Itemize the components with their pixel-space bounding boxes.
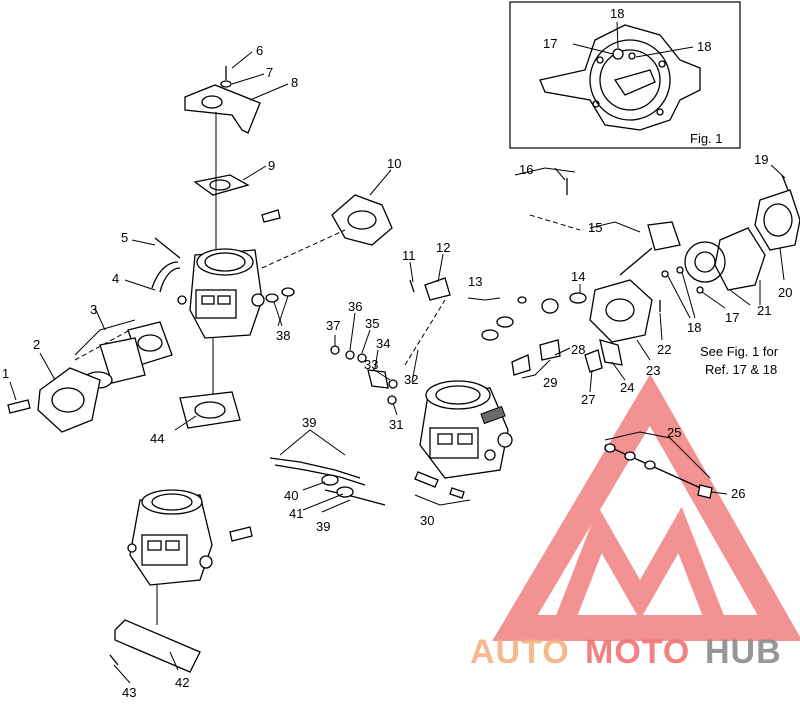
callout-23: 23: [646, 363, 660, 378]
callout-16: 16: [519, 162, 533, 177]
callout-27: 27: [581, 392, 595, 407]
callout-43: 43: [122, 685, 136, 700]
note-line-2: Ref. 17 & 18: [705, 362, 777, 377]
callout-31: 31: [389, 417, 403, 432]
inset-fig-1: 18 17 18 Fig. 1: [509, 1, 741, 149]
callout-3: 3: [90, 302, 97, 317]
callout-24: 24: [620, 380, 634, 395]
callout-28: 28: [571, 342, 585, 357]
callout-17: 17: [725, 310, 739, 325]
callout-20: 20: [778, 285, 792, 300]
callout-38: 38: [276, 328, 290, 343]
callout-41: 41: [289, 506, 303, 521]
inset-callout-18-right: 18: [697, 39, 711, 54]
reference-note: See Fig. 1 for Ref. 17 & 18: [700, 344, 779, 377]
callout-6: 6: [256, 43, 263, 58]
note-line-1: See Fig. 1 for: [700, 344, 779, 359]
callout-29: 29: [543, 375, 557, 390]
callout-2: 2: [33, 337, 40, 352]
callout-26: 26: [731, 486, 745, 501]
callout-40: 40: [284, 488, 298, 503]
left-carburetor-assembly: [7, 66, 393, 433]
inset-callout-18-top: 18: [610, 6, 624, 21]
callout-4: 4: [112, 271, 119, 286]
callout-19: 19: [754, 152, 768, 167]
callout-21: 21: [757, 303, 771, 318]
callout-1: 1: [2, 366, 9, 381]
callout-15: 15: [588, 220, 602, 235]
callout-25: 25: [667, 425, 681, 440]
callout-18: 18: [687, 320, 701, 335]
callout-32: 32: [404, 372, 418, 387]
inset-title: Fig. 1: [690, 131, 723, 146]
callout-37: 37: [326, 318, 340, 333]
callout-9: 9: [268, 158, 275, 173]
center-carburetor-assembly: [330, 277, 561, 499]
right-pump-assembly: [529, 174, 800, 499]
inset-callout-17: 17: [543, 36, 557, 51]
callout-5: 5: [121, 230, 128, 245]
watermark-text: AUTO MOTO HUB: [470, 633, 782, 671]
watermark-auto: AUTO: [470, 633, 570, 671]
watermark-moto: MOTO: [585, 633, 690, 671]
callout-30: 30: [420, 513, 434, 528]
callout-34: 34: [376, 336, 390, 351]
callout-11: 11: [402, 248, 416, 263]
lower-carburetor-assembly: [109, 457, 386, 673]
callout-44: 44: [150, 431, 164, 446]
callout-39-top: 39: [302, 415, 316, 430]
callout-33: 33: [364, 357, 378, 372]
callout-8: 8: [291, 75, 298, 90]
callout-39-bottom: 39: [316, 519, 330, 534]
leader-lines: [9, 51, 786, 684]
callout-35: 35: [365, 316, 379, 331]
callout-22: 22: [657, 342, 671, 357]
watermark-hub: HUB: [705, 633, 782, 671]
callout-12: 12: [436, 240, 450, 255]
callout-14: 14: [571, 269, 585, 284]
callout-7: 7: [266, 65, 273, 80]
callout-10: 10: [387, 156, 401, 171]
watermark-logo: [492, 374, 800, 641]
callout-36: 36: [348, 299, 362, 314]
callout-numbers: 1 2 3 4 5 6 7 8 9 10 11 12 13 14 15 16 1…: [2, 43, 792, 700]
callout-42: 42: [175, 675, 189, 690]
callout-13: 13: [468, 274, 482, 289]
